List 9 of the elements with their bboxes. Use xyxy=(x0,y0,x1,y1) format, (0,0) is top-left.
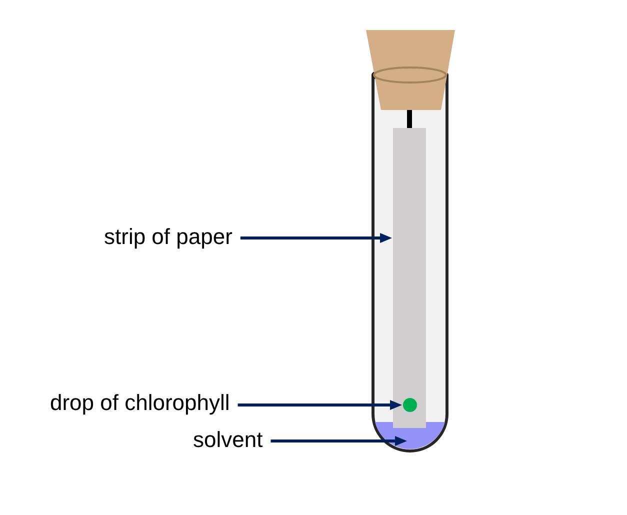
part-label: solvent xyxy=(193,427,263,452)
paper-strip xyxy=(393,128,426,428)
leader-arrow xyxy=(238,400,402,410)
drop-marker xyxy=(403,398,417,412)
leader-arrow xyxy=(270,436,407,446)
part-label: strip of paper xyxy=(104,224,232,249)
leader-arrow xyxy=(240,233,392,243)
solvent-liquid xyxy=(375,422,445,449)
part-label: drop of chlorophyll xyxy=(50,390,230,415)
